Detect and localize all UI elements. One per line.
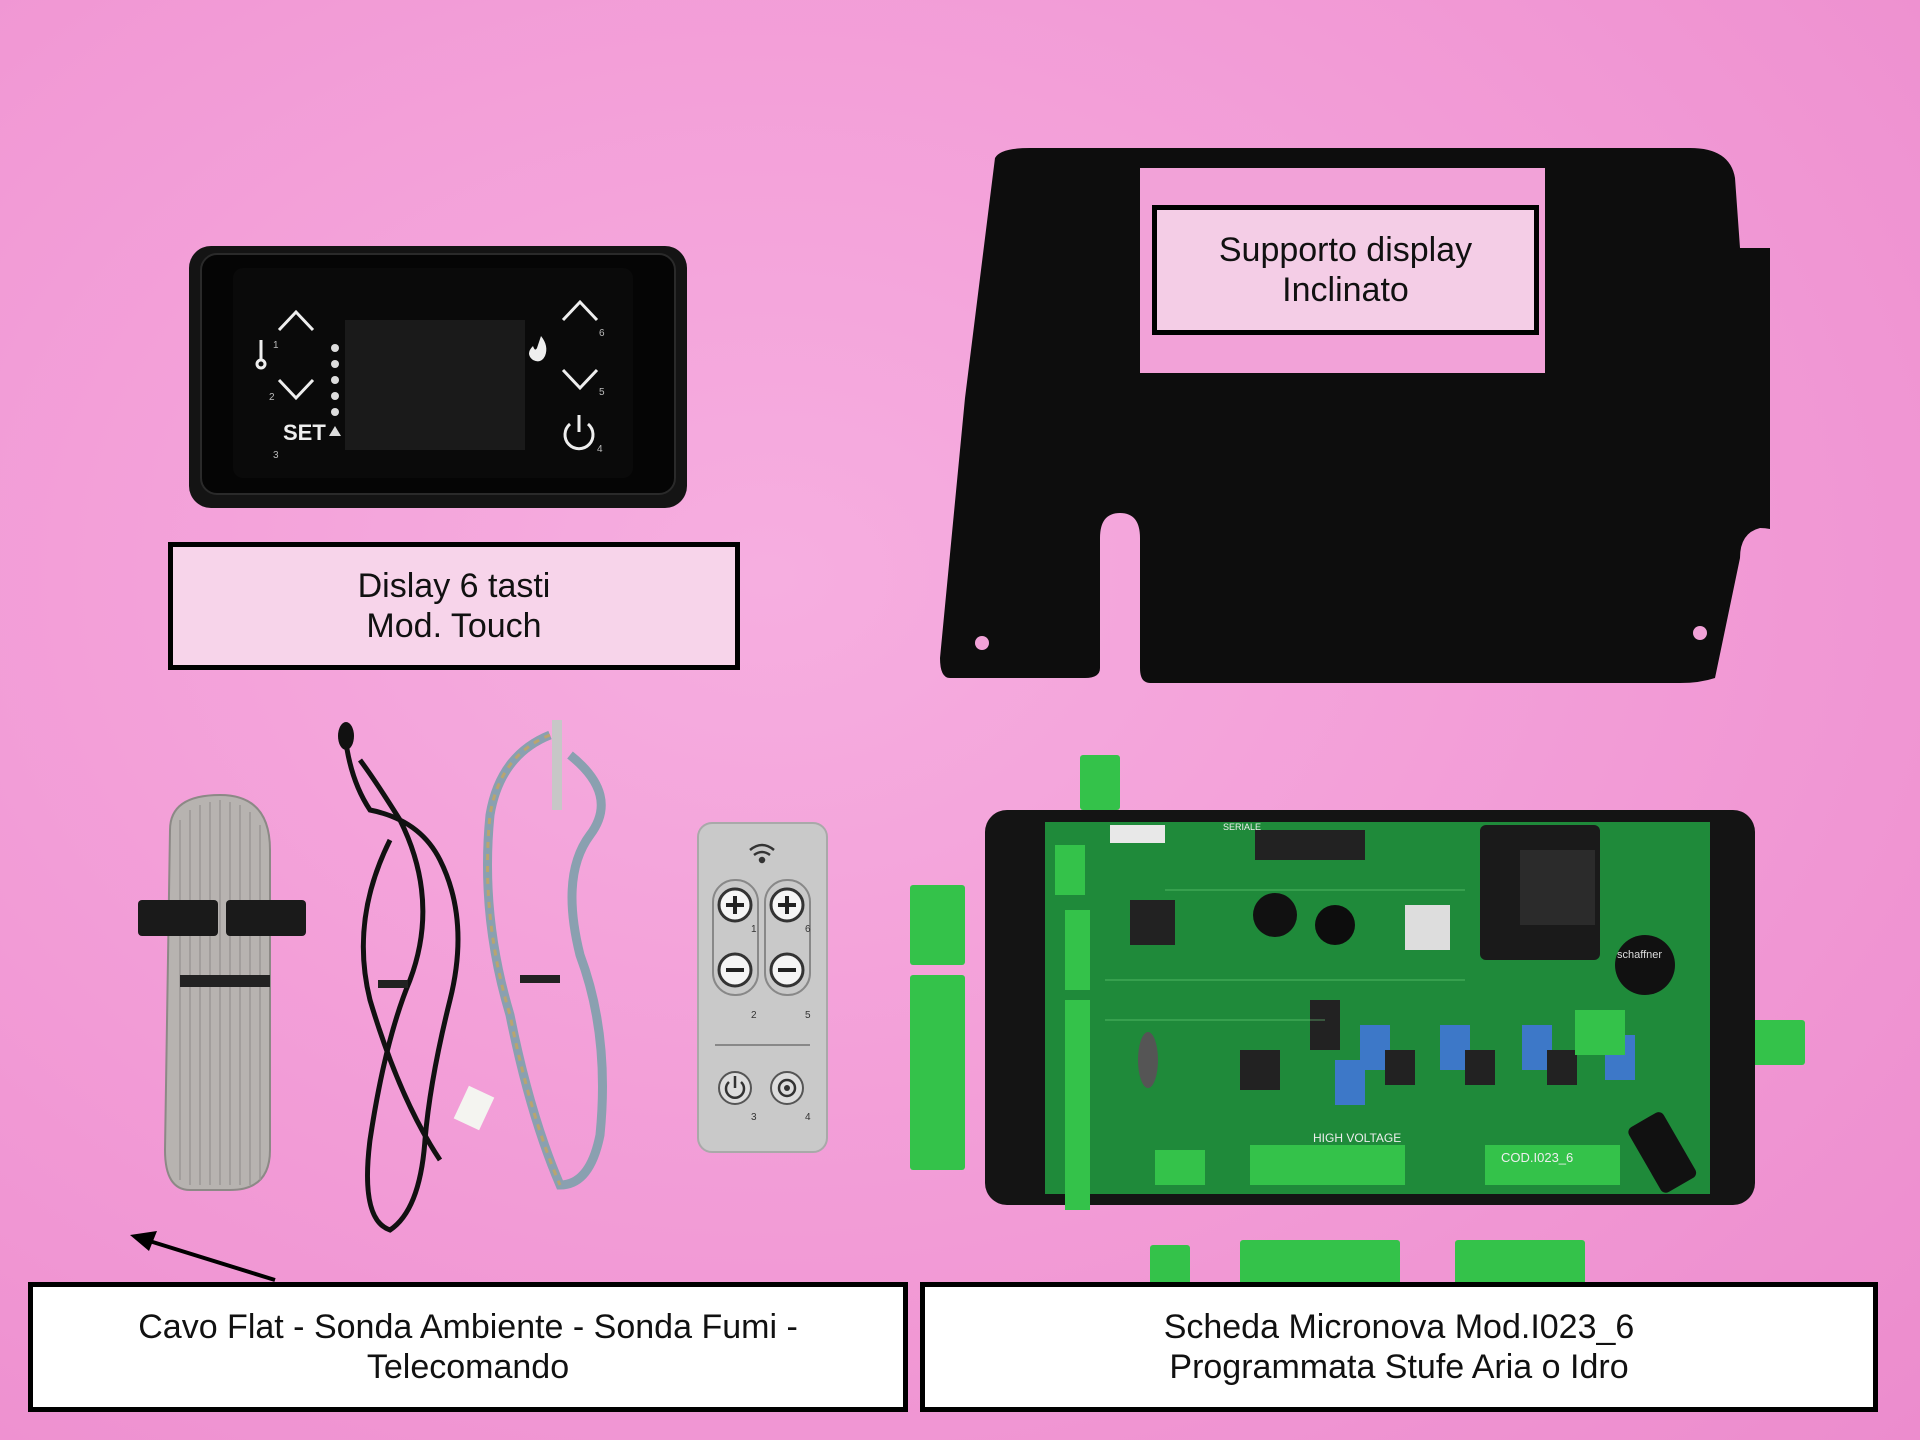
display-key-2: 2 xyxy=(269,392,275,403)
remote-minus-left-icon xyxy=(717,952,753,988)
arrow-icon xyxy=(130,1231,276,1282)
remote-key-6: 6 xyxy=(805,924,811,935)
loose-connector-top xyxy=(1080,755,1120,810)
remote-key-4: 4 xyxy=(805,1112,811,1123)
high-voltage-terminal xyxy=(1250,1145,1405,1185)
remote-power-icon xyxy=(718,1071,752,1105)
support-label-line2: Inclinato xyxy=(1282,271,1409,309)
display-set-label: SET xyxy=(283,420,326,445)
flat-cable-connector-left xyxy=(138,900,218,936)
flame-icon xyxy=(529,336,547,362)
flat-cable-connector-right xyxy=(226,900,306,936)
buzzer xyxy=(1253,893,1297,937)
room-probe-cable xyxy=(338,722,495,1233)
board-label-box: Scheda Micronova Mod.I023_6 Programmata … xyxy=(920,1282,1878,1412)
remote-plus-right-icon xyxy=(769,887,805,923)
support-label-box: Supporto display Inclinato xyxy=(1152,205,1539,335)
display-down-right-icon xyxy=(561,368,599,391)
thermometer-icon xyxy=(255,340,267,370)
remote-control: 1 2 3 4 5 6 xyxy=(697,822,828,1153)
room-probe-tip xyxy=(338,722,354,750)
wifi-icon xyxy=(749,843,775,864)
pin-header xyxy=(1255,830,1365,860)
remote-key-2: 2 xyxy=(751,1010,757,1021)
flat-cable xyxy=(138,793,306,1191)
display-up-left-icon xyxy=(277,309,315,332)
remote-plus-left-icon xyxy=(717,887,753,923)
remote-minus-right-icon xyxy=(769,952,805,988)
support-label-line1: Supporto display xyxy=(1218,231,1473,269)
board-seriale: SERIALE xyxy=(1223,822,1261,832)
board-label-line2: Programmata Stufe Aria o Idro xyxy=(1169,1348,1629,1386)
board-high-voltage: HIGH VOLTAGE xyxy=(1313,1131,1401,1145)
remote-target-icon xyxy=(770,1071,804,1105)
power-icon xyxy=(563,415,595,451)
display-key-3: 3 xyxy=(273,450,279,461)
loose-connector-left-2 xyxy=(910,975,965,1170)
loose-connector-left-1 xyxy=(910,885,965,965)
status-icons-column xyxy=(329,344,341,436)
remote-key-1: 1 xyxy=(751,924,757,935)
display-key-4: 4 xyxy=(597,444,603,455)
display-label-line2: Mod. Touch xyxy=(366,607,542,645)
cables-label-line2: Telecomando xyxy=(366,1348,570,1386)
board-code: COD.I023_6 xyxy=(1501,1150,1573,1165)
display-up-right-icon xyxy=(561,299,599,322)
display-key-5: 5 xyxy=(599,387,605,398)
control-board: schaffner HIGH VOLTAGE COD.I023_6 SERIAL… xyxy=(910,755,1805,1210)
remote-key-5: 5 xyxy=(805,1010,811,1021)
display-label-box: Dislay 6 tasti Mod. Touch xyxy=(168,542,740,670)
loose-connector-right xyxy=(1745,1020,1805,1065)
display-module: SET 1 2 3 4 5 6 xyxy=(189,246,687,508)
fuse-holder xyxy=(1628,1112,1697,1193)
cables-label-line1: Cavo Flat - Sonda Ambiente - Sonda Fumi … xyxy=(138,1308,798,1346)
fumes-probe-cable xyxy=(483,720,607,1190)
board-brand: schaffner xyxy=(1617,949,1662,961)
power-terminal xyxy=(1485,1145,1620,1185)
board-label-line1: Scheda Micronova Mod.I023_6 xyxy=(1163,1308,1635,1346)
display-label-line1: Dislay 6 tasti xyxy=(357,567,551,605)
fumes-probe-tip xyxy=(552,720,562,810)
display-key-1: 1 xyxy=(273,340,279,351)
cables-label-box: Cavo Flat - Sonda Ambiente - Sonda Fumi … xyxy=(28,1282,908,1412)
display-key-6: 6 xyxy=(599,328,605,339)
remote-key-3: 3 xyxy=(751,1112,757,1123)
schaffner-filter xyxy=(1615,935,1675,995)
display-down-left-icon xyxy=(277,378,315,401)
